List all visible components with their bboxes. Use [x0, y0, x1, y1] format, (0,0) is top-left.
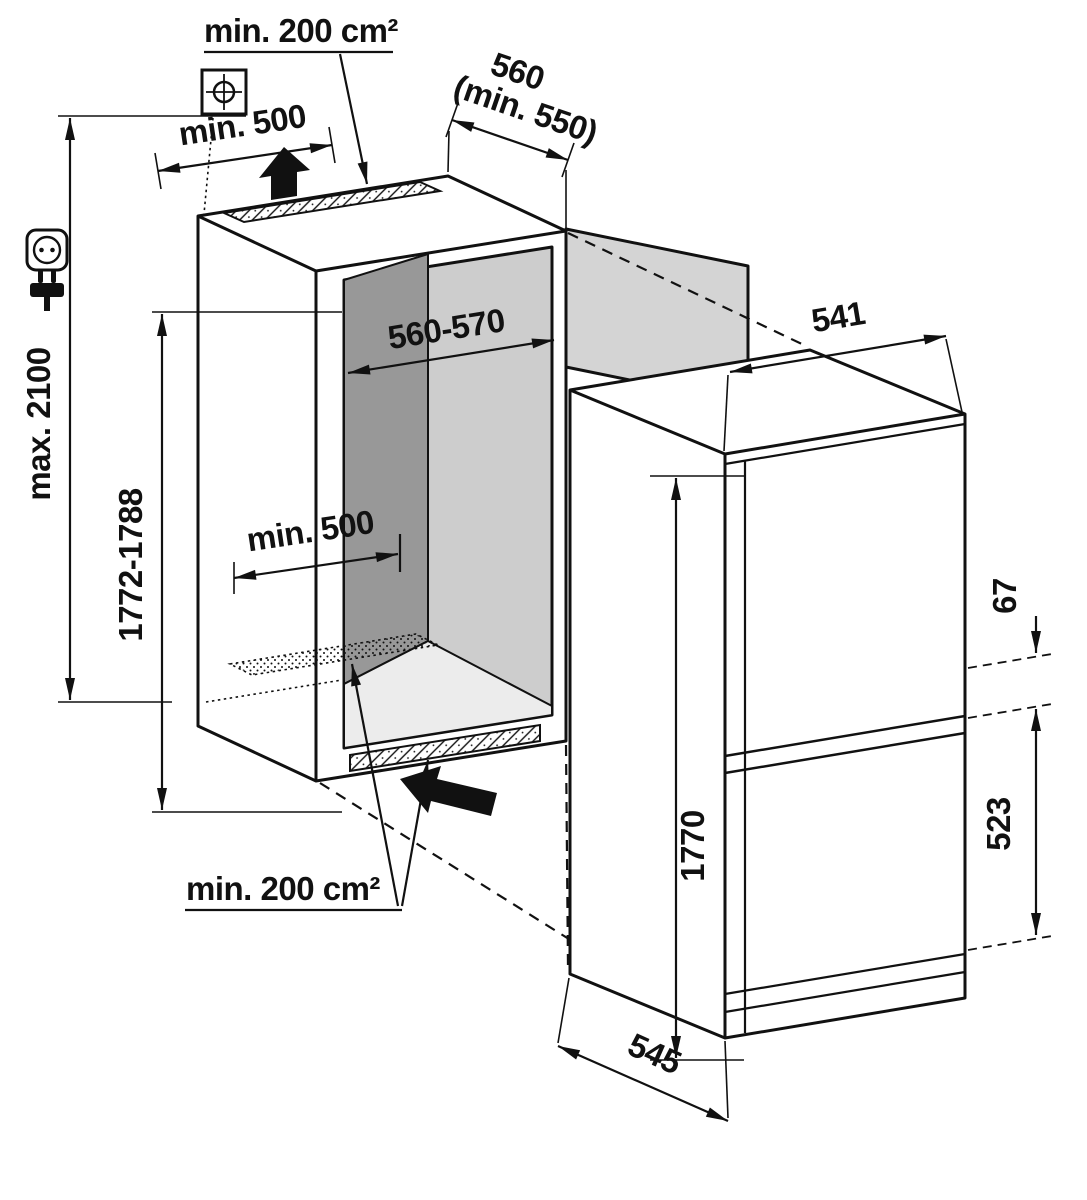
- dimension-labels: min. 200 cm² min. 500 560 (min. 550) max…: [20, 12, 1023, 1081]
- socket-pin-hole: [50, 247, 55, 253]
- dim-line: [157, 143, 333, 173]
- ext-tick: [328, 126, 336, 164]
- power-socket-icon: [25, 228, 69, 272]
- niche-edge: [315, 229, 567, 273]
- label-freezer-offset: 67: [986, 578, 1023, 614]
- dim-freezer-offset: [967, 616, 1053, 669]
- wall-anchor-square: [200, 68, 248, 116]
- ext-line: [723, 374, 729, 452]
- dim-niche-width: [347, 338, 555, 375]
- ext-line-dotted: [203, 117, 214, 215]
- dim-line: [557, 1044, 729, 1123]
- dim-clearance-rear-top: [154, 126, 336, 190]
- dim-line: [233, 552, 399, 580]
- ext-line: [945, 338, 963, 413]
- appliance-edge: [569, 388, 726, 456]
- door-division-lower: [724, 731, 966, 775]
- ext-tick: [154, 152, 162, 190]
- label-appliance-height: 1770: [674, 810, 711, 881]
- dim-appliance-width: [723, 334, 963, 452]
- ext-tick: [561, 142, 575, 178]
- door-division-upper: [724, 714, 966, 758]
- airflow-up-arrow: [259, 147, 310, 200]
- alignment-dashed-lines: [319, 232, 807, 1036]
- hidden-vent-edge: [205, 679, 343, 703]
- plug-cable: [44, 297, 50, 311]
- niche-edge: [197, 214, 317, 273]
- ext-line: [724, 1040, 729, 1119]
- top-vent-strip: [220, 180, 444, 224]
- socket-pin-hole: [39, 247, 44, 253]
- power-plug-icon: [30, 270, 64, 311]
- alignment-line: [319, 782, 723, 1036]
- niche-cabinet: [196, 174, 568, 783]
- wall-anchor-icon: [200, 68, 248, 116]
- hidden-vent-strip: [227, 633, 441, 676]
- plug-prong: [38, 270, 43, 283]
- appliance-edge: [724, 412, 966, 456]
- dim-lower-section: [967, 703, 1053, 951]
- plug-body: [30, 283, 64, 297]
- door-bottom-line: [724, 952, 966, 996]
- airflow-in-arrow: [400, 766, 497, 816]
- socket-body: [25, 228, 69, 272]
- plinth-line: [724, 970, 966, 1014]
- appliance-top-trim: [724, 422, 966, 466]
- ext-tick: [445, 102, 459, 138]
- dim-line: [451, 118, 569, 162]
- label-niche-height: 1772-1788: [112, 488, 149, 641]
- socket-well: [32, 235, 62, 265]
- vent-top-leader: [204, 50, 393, 185]
- dim-ceiling-height: [58, 115, 246, 703]
- label-appliance-width: 541: [809, 294, 868, 339]
- label-ceiling-height: max. 2100: [20, 347, 57, 500]
- dim-clearance-inner: [233, 534, 402, 594]
- dim-niche-height: [152, 311, 342, 813]
- leader-line: [338, 53, 369, 185]
- dim-niche-depth: [445, 102, 575, 228]
- wall-anchor-cross: [206, 74, 242, 110]
- ext-line: [447, 130, 450, 173]
- appliance: [568, 348, 967, 1040]
- bottom-vent-strip: [349, 723, 541, 773]
- icons: [25, 68, 497, 816]
- plug-prong: [51, 270, 56, 283]
- dim-line: [347, 338, 555, 375]
- ext-line: [557, 977, 570, 1044]
- label-lower-section: 523: [980, 797, 1017, 851]
- label-vent-bottom: min. 200 cm²: [186, 870, 380, 907]
- dim-line: [729, 334, 947, 374]
- label-vent-top: min. 200 cm²: [204, 12, 398, 49]
- leader-line: [350, 663, 400, 907]
- alignment-line: [567, 232, 807, 347]
- dim-appliance-depth: [557, 977, 729, 1123]
- appliance-outline: [568, 348, 967, 1040]
- dimensions: [58, 50, 1053, 1123]
- ventilation-areas: [205, 180, 541, 773]
